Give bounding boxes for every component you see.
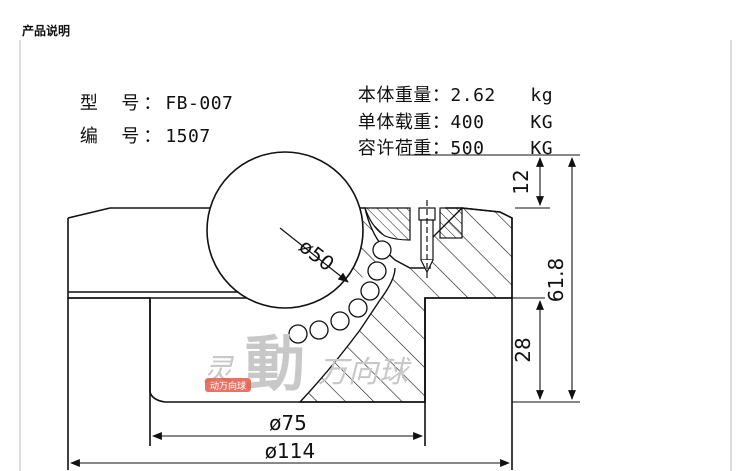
spec-code-label: 编 号： xyxy=(79,126,166,147)
brand-watermark: 灵 動 万向球 动万向球 xyxy=(203,330,412,400)
spec-allowable-label: 容许荷重： xyxy=(357,138,451,159)
inner-dia-label: ø75 xyxy=(269,411,307,435)
header-title: 产品说明 xyxy=(22,24,71,38)
protrusion-dim-label: 12 xyxy=(509,169,533,194)
spec-load: 单体载重：400 KG xyxy=(333,87,553,155)
bearing-balls xyxy=(288,240,392,344)
spec-load-label: 单体载重： xyxy=(357,112,451,133)
watermark-badge-text: 动万向球 xyxy=(210,380,246,392)
ball-radius-leader xyxy=(279,227,349,283)
watermark-char-2: 動 xyxy=(245,330,305,400)
main-ball xyxy=(206,151,364,309)
total-height-dim-label: 61.8 xyxy=(544,258,568,303)
watermark-badge xyxy=(205,378,251,392)
spec-weight: 本体重量：2.62 kg xyxy=(333,60,553,128)
spec-allowable-unit: KG xyxy=(530,138,554,159)
spec-model: 型 号：FB-007 xyxy=(55,68,233,136)
height-dimensions xyxy=(400,154,580,403)
spec-code-value: 1507 xyxy=(165,126,211,147)
watermark-char-rest: 万向球 xyxy=(318,355,412,390)
width-dimensions xyxy=(70,432,510,467)
spec-load-unit: KG xyxy=(530,112,554,133)
spec-allowable-value: 500 xyxy=(450,138,485,159)
spec-allowable: 容许荷重：500 KG xyxy=(333,113,553,181)
spec-model-label: 型 号： xyxy=(79,93,166,114)
spec-weight-value: 2.62 xyxy=(450,85,496,106)
seal-ring xyxy=(364,207,411,241)
spec-load-value: 400 xyxy=(450,112,485,133)
spec-weight-label: 本体重量： xyxy=(357,85,451,106)
spec-model-value: FB-007 xyxy=(165,93,234,114)
spec-code: 编 号：1507 xyxy=(55,101,211,169)
spec-weight-unit: kg xyxy=(530,85,554,106)
outer-dia-label: ø114 xyxy=(265,439,315,463)
retainer-block xyxy=(439,207,463,239)
base-height-dim-label: 28 xyxy=(511,337,535,362)
set-screw xyxy=(418,200,436,278)
